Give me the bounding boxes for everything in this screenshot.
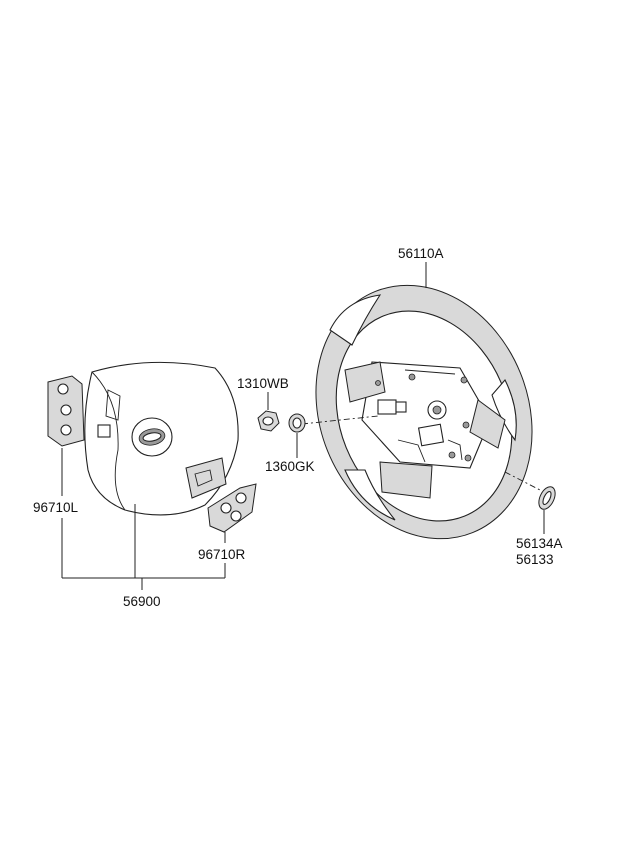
label-96710l: 96710L bbox=[33, 500, 79, 515]
right-switch-icon bbox=[207, 483, 257, 533]
clip-ring-icon bbox=[538, 486, 556, 510]
axis-line-right bbox=[504, 471, 541, 491]
hex-nut-icon bbox=[257, 410, 280, 432]
axis-line-left bbox=[301, 415, 379, 425]
label-1360gk: 1360GK bbox=[265, 459, 315, 474]
label-56134a: 56134A bbox=[516, 536, 563, 551]
washer-icon bbox=[288, 413, 306, 433]
left-switch-icon bbox=[47, 375, 85, 447]
label-1310wb: 1310WB bbox=[237, 376, 289, 391]
label-56133: 56133 bbox=[516, 552, 554, 567]
label-56900: 56900 bbox=[123, 594, 161, 609]
steering-wheel-icon bbox=[315, 284, 533, 540]
label-96710r: 96710R bbox=[198, 547, 246, 562]
airbag-module-icon bbox=[84, 361, 239, 516]
label-56110a: 56110A bbox=[398, 246, 444, 261]
